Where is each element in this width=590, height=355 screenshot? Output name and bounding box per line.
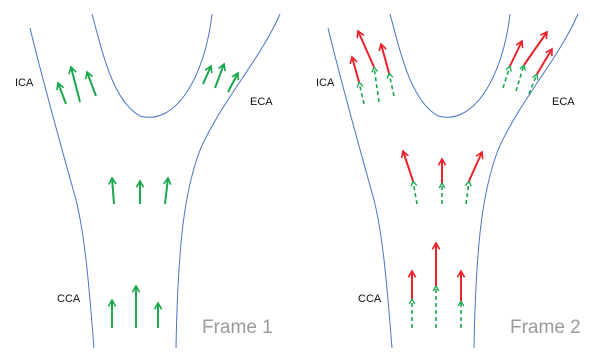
flow-arrow bbox=[85, 70, 97, 97]
flow-arrows-cca bbox=[107, 284, 163, 328]
vessel-wall-bifurcation bbox=[91, 13, 213, 118]
velocity-arrows-ica bbox=[349, 29, 395, 105]
velocity-arrows-eca bbox=[502, 30, 553, 95]
velocity-arrow bbox=[468, 150, 484, 182]
flow-arrow-dashed bbox=[356, 80, 365, 105]
flow-arrow-dashed bbox=[528, 72, 539, 95]
frame-1-panel: ICA ECA CCA Frame 1 bbox=[15, 13, 281, 349]
velocity-arrow bbox=[400, 149, 414, 182]
frame-label: Frame 2 bbox=[510, 317, 581, 338]
flow-arrows-eca bbox=[202, 62, 240, 93]
flow-arrow bbox=[214, 62, 226, 89]
vessel-wall-bifurcation bbox=[389, 13, 511, 118]
frame-2-panel: ICA ECA CCA Frame 2 bbox=[316, 13, 581, 349]
vessel-wall-left bbox=[327, 27, 393, 349]
velocity-arrows-cca bbox=[407, 241, 466, 328]
flow-arrow-dashed bbox=[515, 63, 526, 92]
velocity-arrow bbox=[349, 55, 360, 83]
velocity-arrow bbox=[378, 42, 390, 74]
vessel-wall-left bbox=[29, 27, 95, 349]
velocity-arrow bbox=[509, 39, 524, 67]
flow-arrow bbox=[56, 81, 67, 105]
vessel-wall-right bbox=[175, 13, 281, 349]
flow-arrow-dashed bbox=[410, 179, 418, 205]
flow-arrow-dashed bbox=[464, 179, 472, 205]
flow-arrows-mid bbox=[108, 176, 172, 205]
flow-arrow-dashed bbox=[371, 65, 380, 103]
ica-label: ICA bbox=[316, 77, 335, 89]
velocity-arrow bbox=[523, 30, 548, 66]
flow-arrow bbox=[163, 176, 172, 205]
flow-arrows-ica bbox=[56, 65, 97, 105]
cca-label: CCA bbox=[358, 293, 382, 305]
velocity-arrow bbox=[356, 29, 375, 68]
eca-label: ECA bbox=[552, 96, 575, 108]
frame-label: Frame 1 bbox=[202, 317, 273, 338]
velocity-arrow bbox=[536, 47, 553, 75]
flow-arrow-dashed bbox=[386, 71, 395, 97]
flow-arrow-dashed bbox=[502, 64, 512, 89]
ica-label: ICA bbox=[15, 77, 34, 89]
velocity-arrows-mid bbox=[400, 149, 484, 205]
eca-label: ECA bbox=[250, 96, 273, 108]
vessel-wall-right bbox=[473, 13, 579, 349]
flow-arrow bbox=[227, 71, 240, 93]
flow-arrow bbox=[108, 176, 117, 205]
cca-label: CCA bbox=[57, 293, 81, 305]
flow-arrow bbox=[68, 65, 81, 103]
flow-arrow bbox=[202, 64, 213, 85]
